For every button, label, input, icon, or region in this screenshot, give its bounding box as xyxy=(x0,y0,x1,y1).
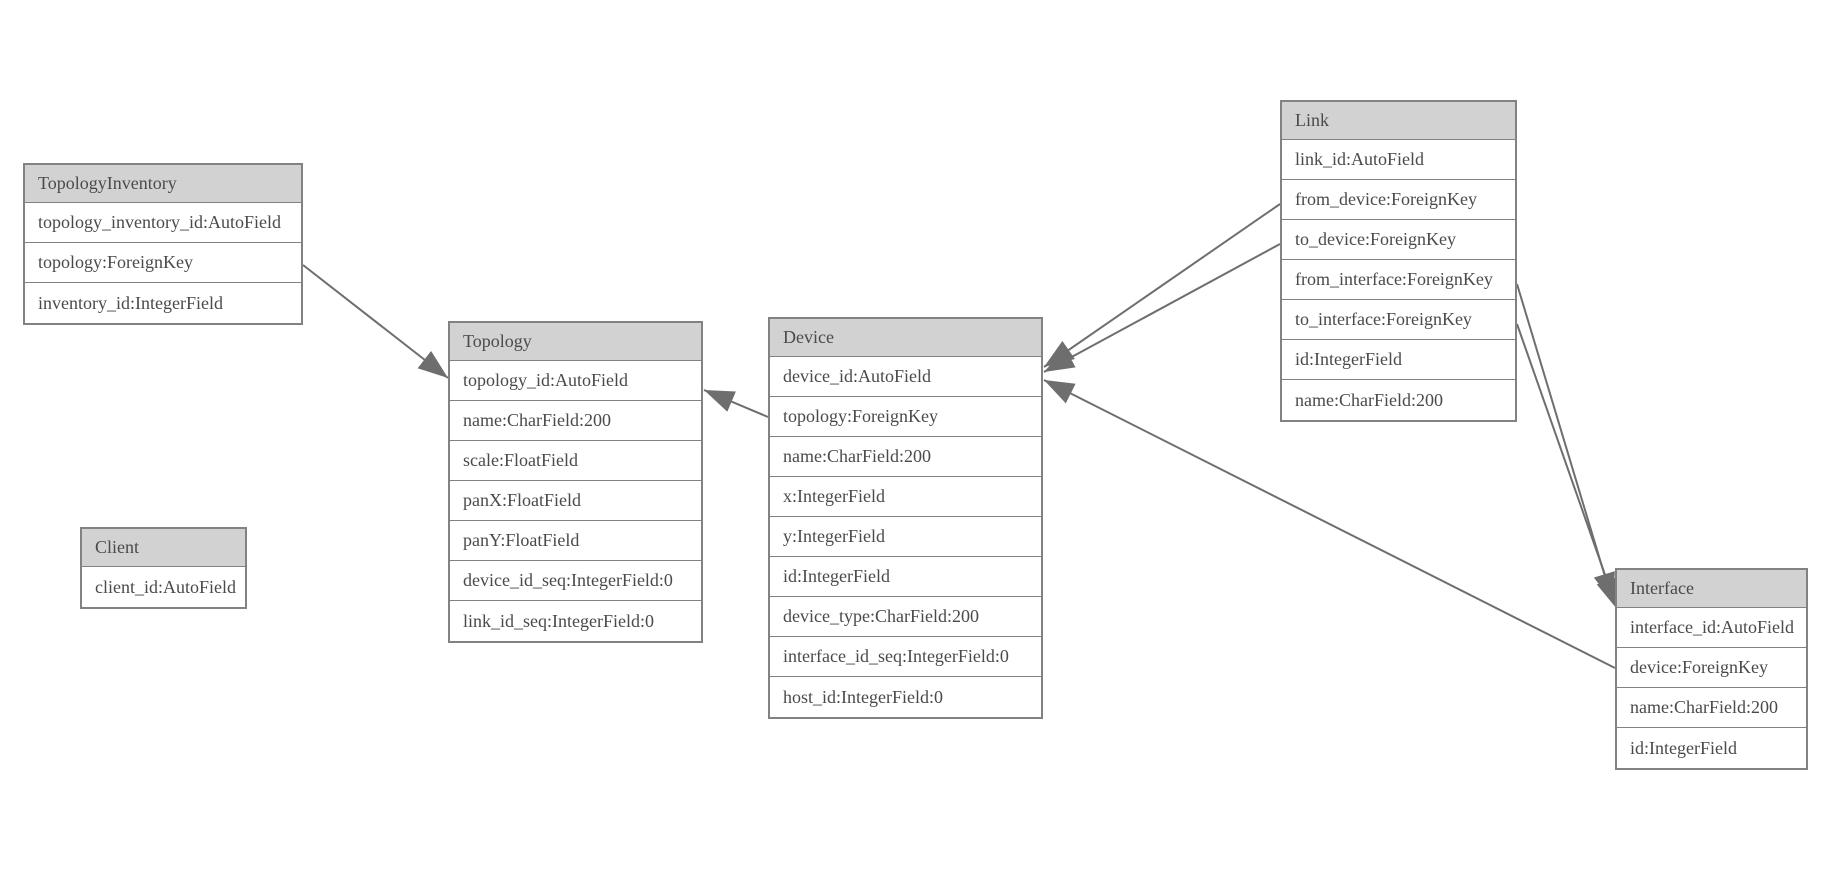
entity-field-row: device:ForeignKey xyxy=(1617,648,1806,688)
entity-field-row: device_id:AutoField xyxy=(770,357,1041,397)
entity-field-row: name:CharField:200 xyxy=(1282,380,1515,420)
edge-link-from_interface-interface xyxy=(1516,283,1615,604)
entity-header-link: Link xyxy=(1282,102,1515,140)
entity-field-row: id:IntegerField xyxy=(1617,728,1806,768)
entity-field-row: from_device:ForeignKey xyxy=(1282,180,1515,220)
entity-field-row: inventory_id:IntegerField xyxy=(25,283,301,323)
entity-field-row: topology_id:AutoField xyxy=(450,361,701,401)
entity-field-row: link_id:AutoField xyxy=(1282,140,1515,180)
entity-field-row: y:IntegerField xyxy=(770,517,1041,557)
entity-field-row: device_id_seq:IntegerField:0 xyxy=(450,561,701,601)
entity-field-row: interface_id_seq:IntegerField:0 xyxy=(770,637,1041,677)
entity-field-row: name:CharField:200 xyxy=(770,437,1041,477)
entity-field-row: x:IntegerField xyxy=(770,477,1041,517)
edge-link-from_device-device xyxy=(1043,203,1281,368)
entity-field-row: panY:FloatField xyxy=(450,521,701,561)
entity-field-row: panX:FloatField xyxy=(450,481,701,521)
edge-link-to_interface-interface xyxy=(1516,323,1618,610)
edge-topologyinventory-topology xyxy=(302,264,449,379)
entity-field-row: from_interface:ForeignKey xyxy=(1282,260,1515,300)
entity-field-row: name:CharField:200 xyxy=(450,401,701,441)
entity-header-topology: Topology xyxy=(450,323,701,361)
entity-field-row: topology_inventory_id:AutoField xyxy=(25,203,301,243)
entity-field-row: id:IntegerField xyxy=(1282,340,1515,380)
entity-header-device: Device xyxy=(770,319,1041,357)
entity-header-topologyinventory: TopologyInventory xyxy=(25,165,301,203)
entity-field-row: name:CharField:200 xyxy=(1617,688,1806,728)
entity-field-row: topology:ForeignKey xyxy=(770,397,1041,437)
entity-field-row: id:IntegerField xyxy=(770,557,1041,597)
entity-field-row: to_interface:ForeignKey xyxy=(1282,300,1515,340)
entity-header-client: Client xyxy=(82,529,245,567)
entity-field-row: interface_id:AutoField xyxy=(1617,608,1806,648)
edge-device-topology xyxy=(703,389,769,418)
entity-field-row: client_id:AutoField xyxy=(82,567,245,607)
entity-field-row: to_device:ForeignKey xyxy=(1282,220,1515,260)
edge-interface-device xyxy=(1043,379,1616,669)
entity-field-row: host_id:IntegerField:0 xyxy=(770,677,1041,717)
entity-field-row: link_id_seq:IntegerField:0 xyxy=(450,601,701,641)
entity-field-row: topology:ForeignKey xyxy=(25,243,301,283)
entity-field-row: scale:FloatField xyxy=(450,441,701,481)
edge-link-to_device-device xyxy=(1043,243,1281,373)
entity-field-row: device_type:CharField:200 xyxy=(770,597,1041,637)
entity-header-interface: Interface xyxy=(1617,570,1806,608)
